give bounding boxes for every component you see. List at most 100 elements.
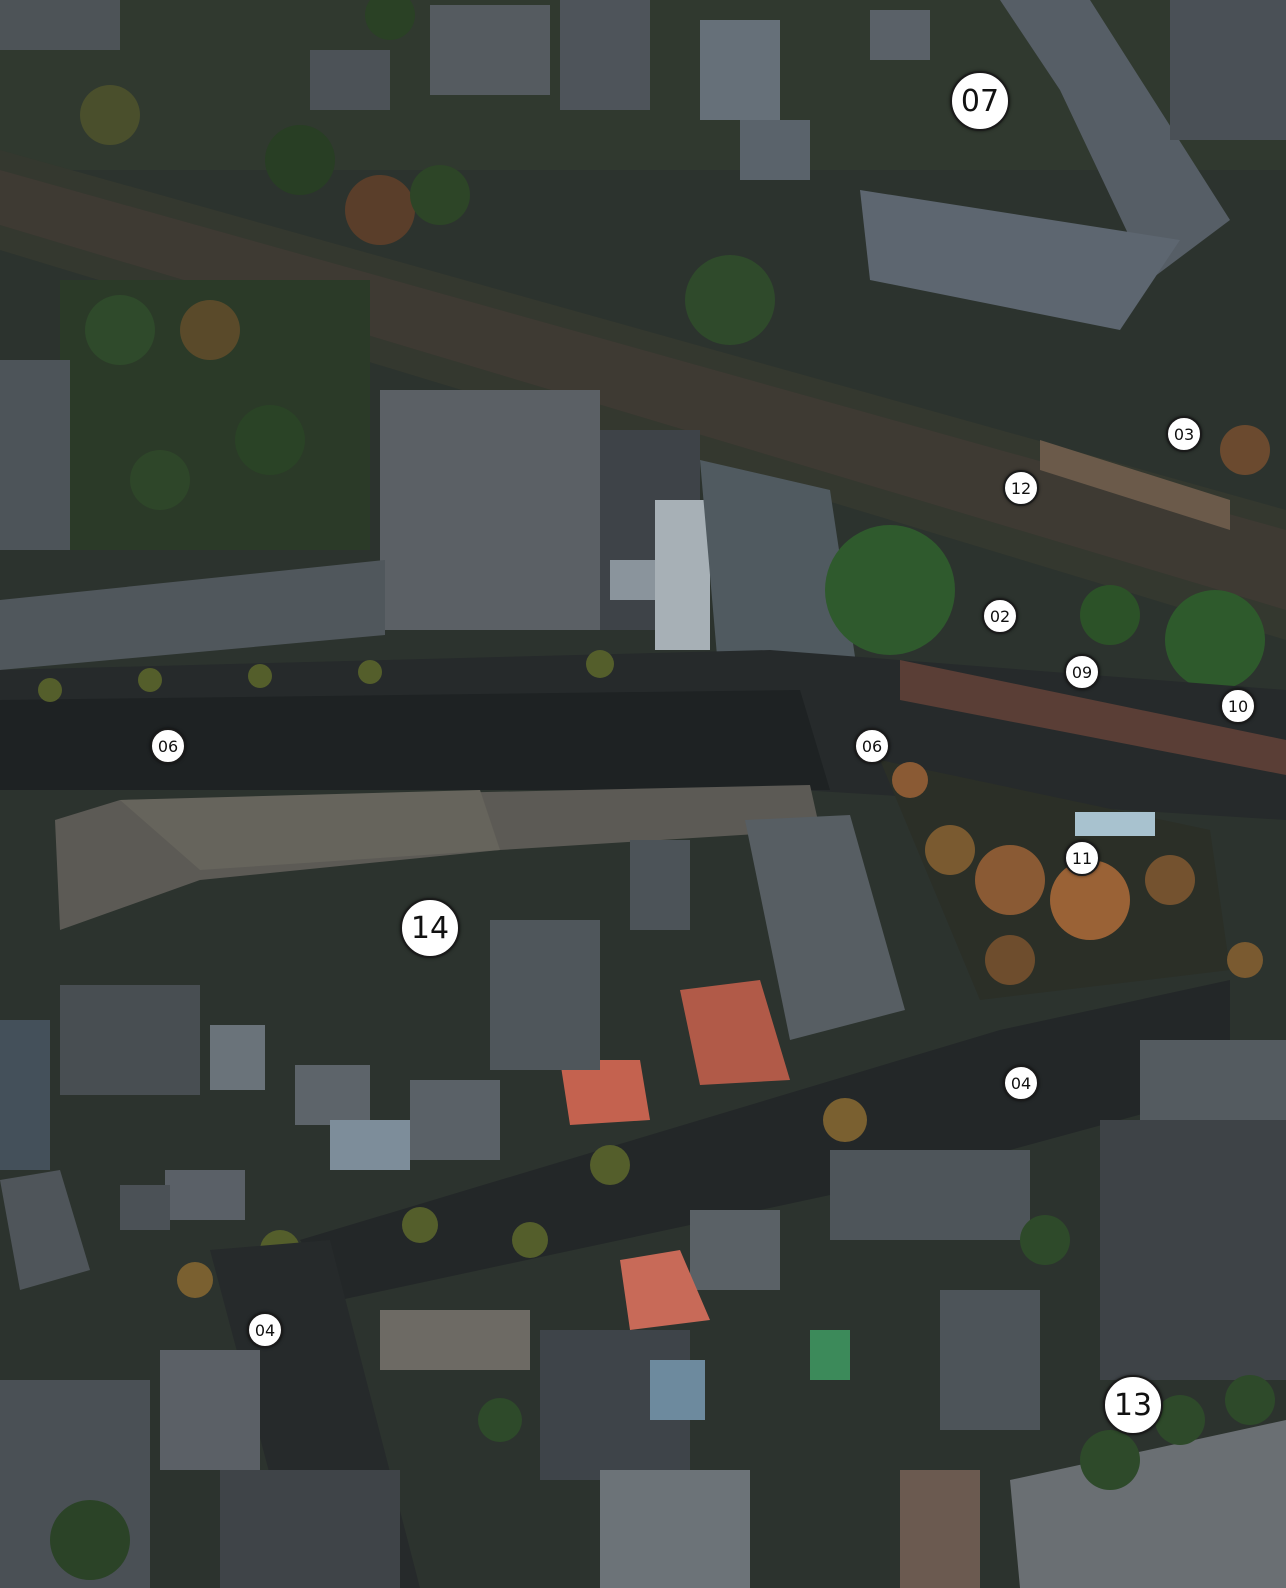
building [310, 50, 390, 110]
building [740, 120, 810, 180]
marker-04-west[interactable]: 04 [247, 1312, 283, 1348]
building [700, 20, 780, 120]
tree [345, 175, 415, 245]
tree [235, 405, 305, 475]
tree [512, 1222, 548, 1258]
tree [985, 935, 1035, 985]
building [0, 1020, 50, 1170]
building [1010, 1420, 1286, 1588]
tree [1165, 590, 1265, 690]
building [1100, 1120, 1286, 1380]
building [560, 1060, 650, 1125]
building [860, 190, 1180, 330]
shadow [0, 690, 830, 790]
building [0, 560, 385, 670]
tree [50, 1500, 130, 1580]
marker-12[interactable]: 12 [1003, 470, 1039, 506]
marker-11[interactable]: 11 [1064, 840, 1100, 876]
building [620, 1250, 710, 1330]
tree [825, 525, 955, 655]
tree [1220, 425, 1270, 475]
tree [180, 300, 240, 360]
tree [1227, 942, 1263, 978]
building [560, 0, 650, 110]
building [900, 1470, 980, 1588]
marker-06-west[interactable]: 06 [150, 728, 186, 764]
tree [365, 0, 415, 40]
building [0, 1170, 90, 1290]
tree [892, 762, 928, 798]
marker-14[interactable]: 14 [400, 898, 460, 958]
marker-09[interactable]: 09 [1064, 654, 1100, 690]
building [220, 1470, 400, 1588]
tree [38, 678, 62, 702]
tree [823, 1098, 867, 1142]
building [120, 1185, 170, 1230]
building [600, 1470, 750, 1588]
building [210, 1025, 265, 1090]
tram [1075, 812, 1155, 836]
tree [85, 295, 155, 365]
tree [685, 255, 775, 345]
tree [1080, 1430, 1140, 1490]
marker-10[interactable]: 10 [1220, 688, 1256, 724]
marker-02[interactable]: 02 [982, 598, 1018, 634]
building [490, 920, 600, 1070]
marker-03[interactable]: 03 [1166, 416, 1202, 452]
building [610, 560, 655, 600]
tree [177, 1262, 213, 1298]
marker-13[interactable]: 13 [1103, 1375, 1163, 1435]
building [650, 1360, 705, 1420]
railway-platform [1040, 440, 1230, 530]
tree [402, 1207, 438, 1243]
tree [1020, 1215, 1070, 1265]
building [120, 790, 500, 870]
plaza [700, 460, 860, 690]
tree [248, 664, 272, 688]
tree [590, 1145, 630, 1185]
building [870, 10, 930, 60]
tree [975, 845, 1045, 915]
marker-07[interactable]: 07 [950, 71, 1010, 131]
marker-04-east[interactable]: 04 [1003, 1065, 1039, 1101]
tree [925, 825, 975, 875]
building [410, 1080, 500, 1160]
tree [80, 85, 140, 145]
bike-lane [900, 660, 1286, 775]
tree [1145, 855, 1195, 905]
tree [410, 165, 470, 225]
building [330, 1120, 410, 1170]
building [60, 985, 200, 1095]
tree [358, 660, 382, 684]
parking-garage [380, 390, 600, 630]
building [630, 840, 690, 930]
building [1170, 0, 1286, 140]
building [160, 1350, 260, 1470]
tree [1225, 1375, 1275, 1425]
tree [478, 1398, 522, 1442]
street [300, 980, 1230, 1300]
tree [1080, 585, 1140, 645]
tree [138, 668, 162, 692]
tree [265, 125, 335, 195]
building [1000, 0, 1230, 280]
building [165, 1170, 245, 1220]
building [830, 1150, 1030, 1240]
tree [130, 450, 190, 510]
building [690, 1210, 780, 1290]
marker-06-east[interactable]: 06 [854, 728, 890, 764]
tree [1155, 1395, 1205, 1445]
building [430, 5, 550, 95]
building [295, 1065, 370, 1125]
building [745, 815, 905, 1040]
building [680, 980, 790, 1085]
building [810, 1330, 850, 1380]
building [0, 0, 120, 50]
building [655, 500, 710, 650]
building [380, 1310, 530, 1370]
tree [1050, 860, 1130, 940]
tree [586, 650, 614, 678]
building [940, 1290, 1040, 1430]
